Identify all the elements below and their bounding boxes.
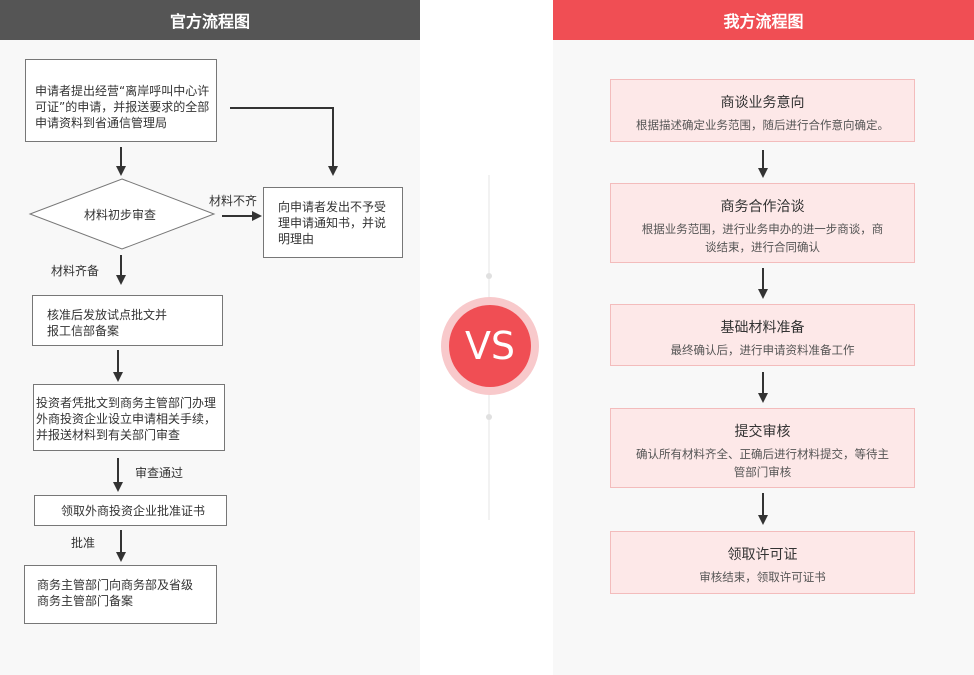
label-materials-incomplete: 材料不齐 [209,194,258,208]
vs-badge: VS [449,305,531,387]
step-submit-application-text: 申请者提出经营“离岸呼叫中心许可证”的申请，并报送要求的全部申请资料到省通信管理… [35,84,210,130]
our-step-5-desc: 审核结束，领取许可证书 [699,570,826,584]
step-reject-notice: 向申请者发出不予受理申请通知书，并说明理由 [263,187,403,258]
our-flow-title: 我方流程图 [553,0,974,40]
label-review-passed: 审查通过 [135,466,184,480]
label-approved: 批准 [71,536,96,550]
our-step-4-title: 提交审核 [734,424,791,440]
our-step-1-desc: 根据描述确定业务范围，随后进行合作意向确定。 [636,118,889,132]
our-step-2: 商务合作洽谈 根据业务范围，进行业务申办的进一步商谈，商谈结束，进行合同确认 [610,183,915,263]
our-step-4-desc: 确认所有材料齐全、正确后进行材料提交，等待主管部门审核 [636,447,889,479]
step-issue-approval-text: 核准后发放试点批文并报工信部备案 [47,308,168,338]
our-step-1: 商谈业务意向 根据描述确定业务范围，随后进行合作意向确定。 [610,79,915,142]
official-flow-title: 官方流程图 [0,0,420,40]
our-step-3-title: 基础材料准备 [720,320,805,336]
label-materials-complete: 材料齐备 [51,264,100,278]
our-step-2-title: 商务合作洽谈 [720,199,805,215]
step-record-filing: 商务主管部门向商务部及省级商务主管部门备案 [24,565,217,624]
divider-dot-bottom [486,414,492,420]
our-step-4: 提交审核 确认所有材料齐全、正确后进行材料提交，等待主管部门审核 [610,408,915,488]
divider-dot-top [486,273,492,279]
our-step-5-title: 领取许可证 [727,547,798,563]
review-decision-label: 材料初步审查 [84,208,157,222]
our-step-2-desc: 根据业务范围，进行业务申办的进一步商谈，商谈结束，进行合同确认 [641,222,884,254]
our-step-5: 领取许可证 审核结束，领取许可证书 [610,531,915,594]
our-step-3-desc: 最终确认后，进行申请资料准备工作 [670,343,855,357]
step-investor-application-text: 投资者凭批文到商务主管部门办理外商投资企业设立申请相关手续，并报送材料到有关部门… [36,396,217,442]
our-step-1-title: 商谈业务意向 [720,95,805,111]
review-decision-shape [28,178,216,250]
our-step-3: 基础材料准备 最终确认后，进行申请资料准备工作 [610,304,915,366]
step-issue-approval: 核准后发放试点批文并报工信部备案 [32,295,223,346]
step-collect-certificate: 领取外商投资企业批准证书 [34,495,227,526]
step-collect-certificate-text: 领取外商投资企业批准证书 [61,504,206,518]
step-reject-notice-text: 向申请者发出不予受理申请通知书，并说明理由 [278,200,387,246]
step-submit-application: 申请者提出经营“离岸呼叫中心许可证”的申请，并报送要求的全部申请资料到省通信管理… [25,59,217,142]
arrow-step1-to-reject [230,107,338,176]
step-investor-application: 投资者凭批文到商务主管部门办理外商投资企业设立申请相关手续，并报送材料到有关部门… [33,384,225,451]
step-record-filing-text: 商务主管部门向商务部及省级商务主管部门备案 [37,578,194,608]
